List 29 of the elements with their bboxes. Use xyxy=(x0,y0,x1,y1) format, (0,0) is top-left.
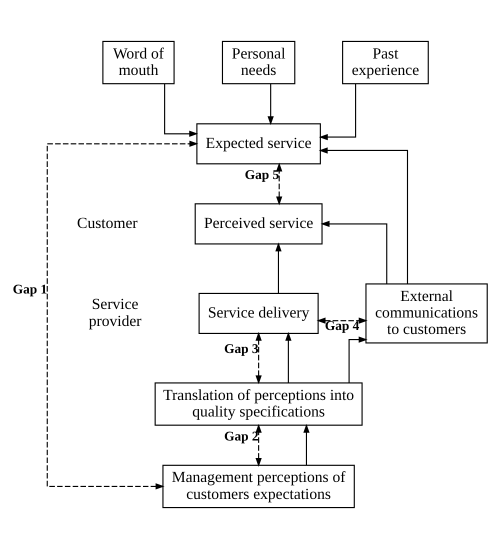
node-box: Past experience xyxy=(342,40,429,84)
edge-label: Gap 2 xyxy=(224,428,259,443)
arrow xyxy=(276,162,282,205)
label: Customer xyxy=(77,214,138,232)
arrow xyxy=(318,146,408,284)
arrow xyxy=(320,220,388,284)
node-box: Management perceptions of customers expectations xyxy=(162,464,355,508)
edge-label: Gap 4 xyxy=(324,318,360,333)
node-box: Service delivery xyxy=(198,292,319,334)
arrow xyxy=(285,331,292,382)
arrow xyxy=(256,331,262,384)
arrow xyxy=(256,423,262,466)
node-box: Personal needs xyxy=(222,40,296,84)
arrow xyxy=(268,83,274,125)
node-box: External communications to customers xyxy=(365,282,488,343)
label: Service provider xyxy=(88,296,142,330)
edge-label: Gap 1 xyxy=(12,280,48,296)
arrow xyxy=(348,336,368,382)
arrow xyxy=(318,83,356,140)
arrow xyxy=(316,317,368,324)
arrow xyxy=(164,83,198,136)
arrow xyxy=(46,140,198,490)
edge-label: Gap 3 xyxy=(224,340,259,356)
node-box: Translation of perceptions into quality specifications xyxy=(154,382,363,426)
node-box: Expected service xyxy=(196,122,321,164)
arrow xyxy=(275,242,282,293)
node-box: Word of mouth xyxy=(102,40,175,84)
node-box: Perceived service xyxy=(194,202,323,244)
arrow xyxy=(303,423,310,465)
